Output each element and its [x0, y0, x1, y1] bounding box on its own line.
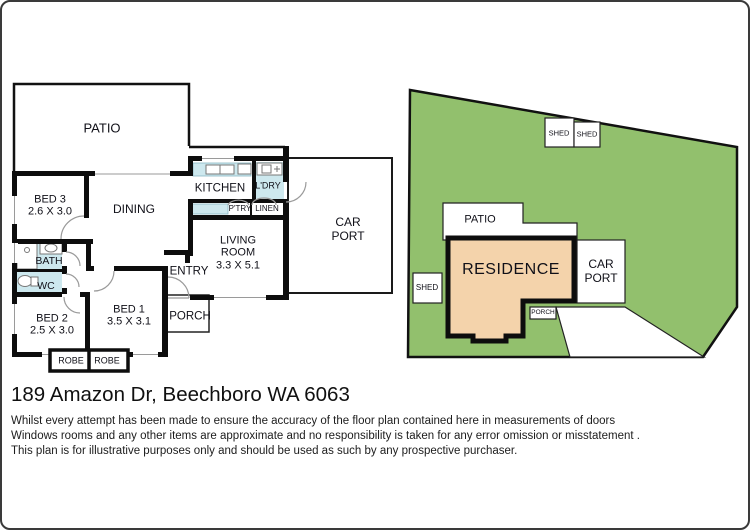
site-plan: [406, 88, 739, 359]
fp-label-wc: WC: [37, 279, 55, 292]
fp-label-bed3: BED 3: [34, 193, 66, 206]
fp-label-bed2: BED 2: [36, 312, 68, 325]
fp-label-bed1: BED 1: [113, 303, 145, 316]
fp-label-robe-right: ROBE: [92, 355, 122, 366]
disclaimer-line-3: This plan is for illustrative purposes o…: [11, 445, 518, 457]
fp-label-dining: DINING: [113, 202, 155, 216]
fp-label-carport-1: CAR: [335, 215, 361, 229]
disclaimer-line-2: Windows rooms and any other items are ap…: [11, 430, 640, 442]
site-driveway: [555, 306, 707, 358]
fp-label-bed1-dims: 3.5 X 3.1: [106, 315, 152, 328]
site-label-shed-west: SHED: [415, 283, 439, 292]
fp-label-bath: BATH: [35, 254, 63, 267]
property-address: 189 Amazon Dr, Beechboro WA 6063: [11, 383, 350, 406]
fp-label-robe-left: ROBE: [56, 355, 86, 366]
site-shed-west: [412, 272, 443, 304]
fp-label-kitchen: KITCHEN: [194, 182, 246, 195]
fp-fixtures: [16, 162, 284, 292]
site-label-patio: PATIO: [464, 213, 496, 226]
fp-label-bed2-dims: 2.5 X 3.0: [29, 324, 75, 337]
site-label-carport-2: PORT: [584, 271, 618, 285]
site-patio: [442, 202, 578, 241]
site-residence: [445, 235, 577, 344]
site-label-carport-1: CAR: [588, 257, 614, 271]
site-shed-top-left: [544, 117, 575, 148]
fp-label-ptry: P'TRY: [228, 204, 252, 213]
site-label-shed-top-right: SHED: [576, 129, 598, 139]
site-shed-top-right: [573, 121, 601, 148]
fp-label-linen: LINEN: [255, 204, 279, 213]
fp-label-entry: ENTRY: [169, 265, 209, 278]
site-carport: [576, 239, 626, 304]
disclaimer-line-1: Whilst every attempt has been made to en…: [11, 415, 616, 427]
fp-label-living-1: LIVING: [219, 234, 257, 247]
site-label-porch: PORCH: [531, 308, 555, 316]
disclaimer-text: Whilst every attempt has been made to en…: [11, 414, 640, 459]
fp-label-living-dims: 3.3 X 5.1: [215, 259, 261, 272]
fp-label-porch: PORCH: [169, 310, 211, 323]
floor-plan: [11, 82, 393, 373]
fp-patio-outline: [12, 82, 191, 171]
fp-label-patio: PATIO: [83, 120, 121, 136]
site-label-shed-top-left: SHED: [548, 128, 570, 138]
fp-label-living-2: ROOM: [220, 246, 256, 259]
fp-label-bed3-dims: 2.6 X 3.0: [27, 205, 73, 218]
fp-door-arcs: [60, 181, 307, 314]
site-label-residence: RESIDENCE: [462, 261, 560, 278]
fp-carport-box: [287, 157, 393, 294]
fp-label-ldry: L'DRY: [255, 180, 281, 191]
fp-label-carport-2: PORT: [331, 229, 365, 243]
fp-porch-box: [165, 294, 210, 333]
fp-walls: [12, 146, 289, 357]
site-porch: [529, 306, 557, 320]
